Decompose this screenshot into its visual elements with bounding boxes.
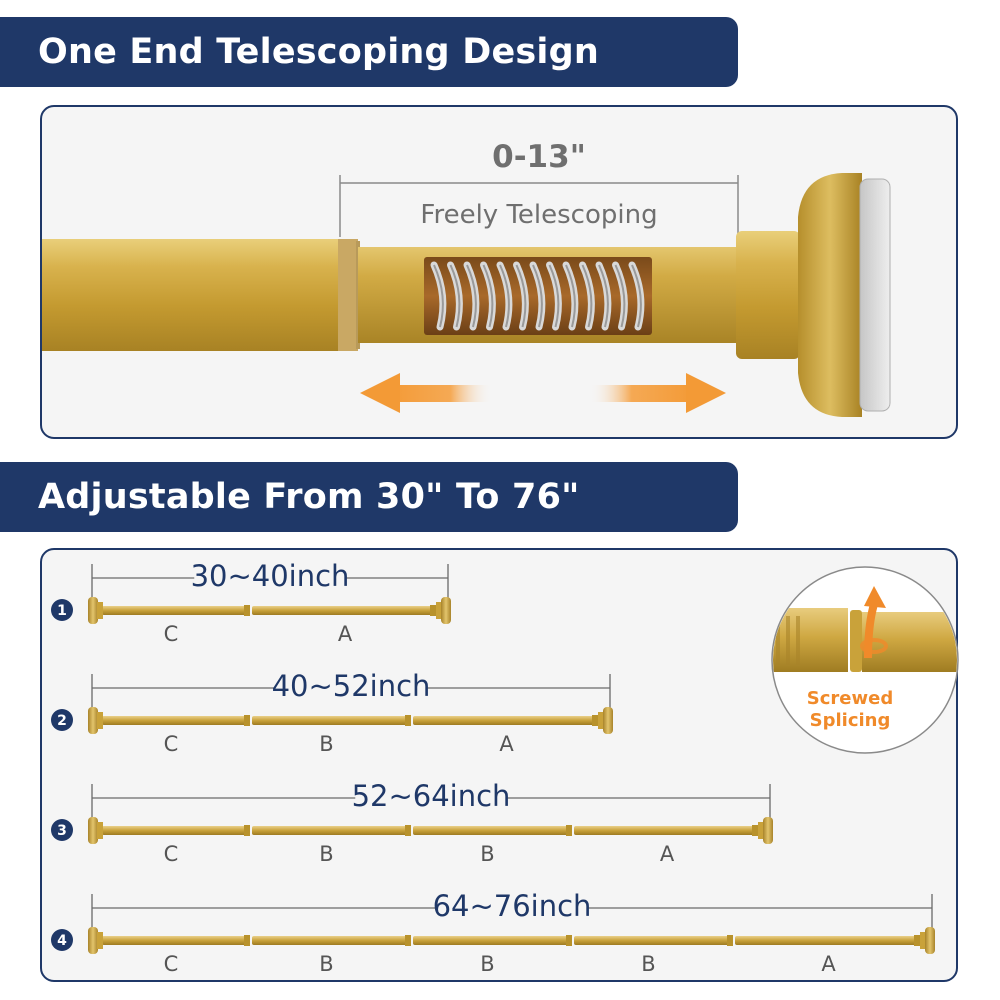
section-title-telescoping: One End Telescoping Design (0, 17, 738, 87)
rod-segment-C: C (102, 935, 250, 976)
dimension-bracket (339, 175, 739, 237)
rod-segment-B: B (413, 825, 572, 866)
rod-segment-A: A (413, 715, 598, 756)
config-number: 2 (57, 713, 67, 729)
segment-letter: B (480, 952, 494, 976)
telescoping-illustration-panel: 0-13" Freely Telescoping (40, 105, 958, 439)
callout-line2: Splicing (810, 710, 891, 731)
rod-segment-B: B (252, 715, 411, 756)
segment-letter: B (641, 952, 655, 976)
orange-arrow-left-icon (360, 373, 492, 413)
rod-end-knob (920, 927, 935, 954)
length-bracket: 52~64inch (91, 779, 771, 826)
rod-segment-C: C (102, 715, 250, 756)
telescoping-rod-illustration: 0-13" Freely Telescoping (42, 139, 891, 417)
config-number: 4 (57, 933, 67, 949)
segment-letter: C (164, 732, 179, 756)
spring-cutaway (424, 257, 652, 335)
section-title-text: One End Telescoping Design (38, 32, 599, 72)
tube-collar (338, 239, 358, 351)
segment-letter: A (499, 732, 514, 756)
segment-letter: A (821, 952, 836, 976)
config-range-label: 52~64inch (352, 779, 511, 813)
config-number: 1 (57, 603, 67, 619)
orange-arrow-right-icon (590, 373, 726, 413)
rod-end-knob (758, 817, 773, 844)
segment-letter: C (164, 842, 179, 866)
callout-line1: Screwed (807, 688, 893, 709)
rod-segment-C: C (102, 605, 250, 646)
rod-segment-A: A (252, 605, 436, 646)
config-range-label: 30~40inch (191, 559, 350, 593)
config-range-label: 64~76inch (433, 889, 592, 923)
segment-letter: A (338, 622, 353, 646)
length-bracket: 30~40inch (91, 559, 449, 606)
outer-tube (42, 239, 342, 351)
segment-letter: A (660, 842, 675, 866)
rod-end-knob (88, 597, 103, 624)
rod-segment-C: C (102, 825, 250, 866)
config-number-badge: 1 (51, 599, 73, 621)
rod-segment-B: B (574, 935, 733, 976)
rod-end-knob (88, 817, 103, 844)
screwed-splicing-callout: Screwed Splicing (771, 566, 959, 754)
segment-letter: B (480, 842, 494, 866)
rotate-arrow-icon (860, 586, 888, 659)
rod-end-knob (88, 927, 103, 954)
rod-end-knob (598, 707, 613, 734)
config-number-badge: 4 (51, 929, 73, 951)
rod-segment-A: A (574, 825, 758, 866)
rod-segment-B: B (252, 935, 411, 976)
config-range-label: 40~52inch (272, 669, 431, 703)
rod-segment-B: B (252, 825, 411, 866)
config-number-badge: 2 (51, 709, 73, 731)
section-title-adjustable: Adjustable From 30" To 76" (0, 462, 738, 532)
section-title-text: Adjustable From 30" To 76" (38, 477, 580, 517)
segment-letter: B (319, 842, 333, 866)
length-bracket: 40~52inch (91, 669, 611, 716)
segment-letter: C (164, 622, 179, 646)
rod-end-knob (88, 707, 103, 734)
length-bracket: 64~76inch (91, 889, 933, 936)
segment-letter: C (164, 952, 179, 976)
rod-segment-A: A (735, 935, 920, 976)
config-number: 3 (57, 823, 67, 839)
telescoping-caption: Freely Telescoping (420, 200, 657, 230)
segment-letter: B (319, 952, 333, 976)
rod-segment-B: B (413, 935, 572, 976)
rod-end-knob (436, 597, 451, 624)
end-cap (736, 173, 891, 417)
segment-letter: B (319, 732, 333, 756)
telescoping-measure: 0-13" (492, 139, 586, 175)
config-number-badge: 3 (51, 819, 73, 841)
